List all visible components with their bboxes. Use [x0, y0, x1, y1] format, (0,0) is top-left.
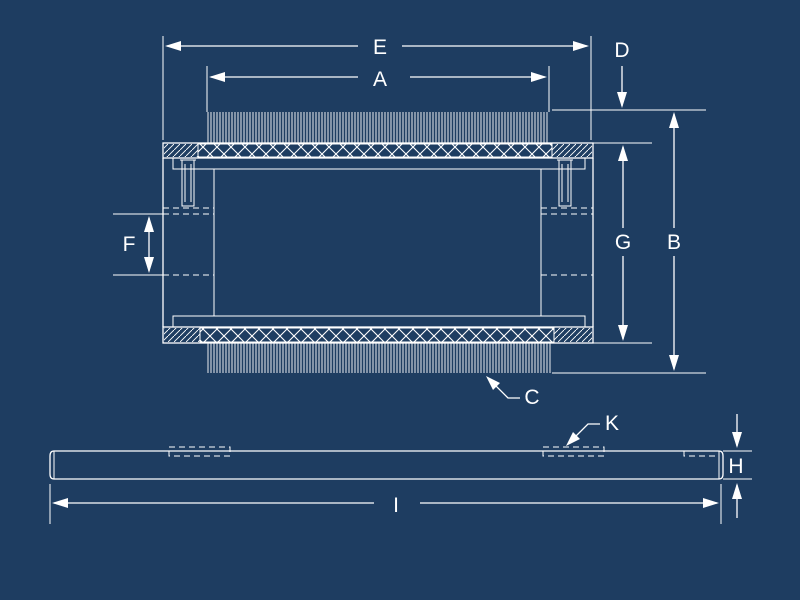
callout-k: K	[566, 412, 619, 446]
bottom-board-crosshatch	[199, 327, 555, 343]
callout-c: C	[486, 376, 540, 409]
top-board-crosshatch	[197, 143, 553, 158]
bottom-pin-comb	[207, 343, 551, 373]
hidden-slot-left	[168, 446, 231, 457]
assembly-top-view	[113, 36, 706, 374]
dimension-e: E	[165, 36, 589, 59]
label-b: B	[667, 231, 681, 254]
hidden-slot-right	[542, 446, 605, 457]
dimension-g: G	[615, 145, 631, 341]
dimension-b: B	[667, 112, 681, 371]
label-a: A	[373, 68, 387, 91]
label-h: H	[728, 455, 743, 478]
guide-screw-right	[557, 159, 573, 207]
bottom-board-end-right	[554, 328, 592, 342]
hidden-edge-right	[683, 451, 718, 457]
dimension-f: F	[123, 216, 154, 273]
dimension-h: H	[728, 414, 744, 518]
label-f: F	[123, 233, 136, 256]
dimension-d: D	[614, 39, 630, 108]
top-board-end-left	[164, 144, 198, 157]
side-view-strip	[49, 446, 752, 524]
label-i: I	[393, 494, 399, 517]
guide-screw-left	[180, 159, 196, 207]
bottom-board-end-left	[164, 328, 200, 342]
dimension-a: A	[209, 68, 547, 91]
top-pin-comb	[207, 112, 548, 143]
label-e: E	[373, 36, 387, 59]
label-c: C	[524, 386, 539, 409]
top-board-end-right	[552, 144, 592, 157]
bottom-inner-plate	[172, 315, 586, 328]
label-g: G	[615, 231, 631, 254]
top-inner-plate	[172, 157, 586, 170]
label-k: K	[605, 412, 619, 435]
dimension-i: I	[52, 494, 719, 517]
strip-outline	[49, 450, 724, 480]
label-d: D	[614, 39, 629, 62]
